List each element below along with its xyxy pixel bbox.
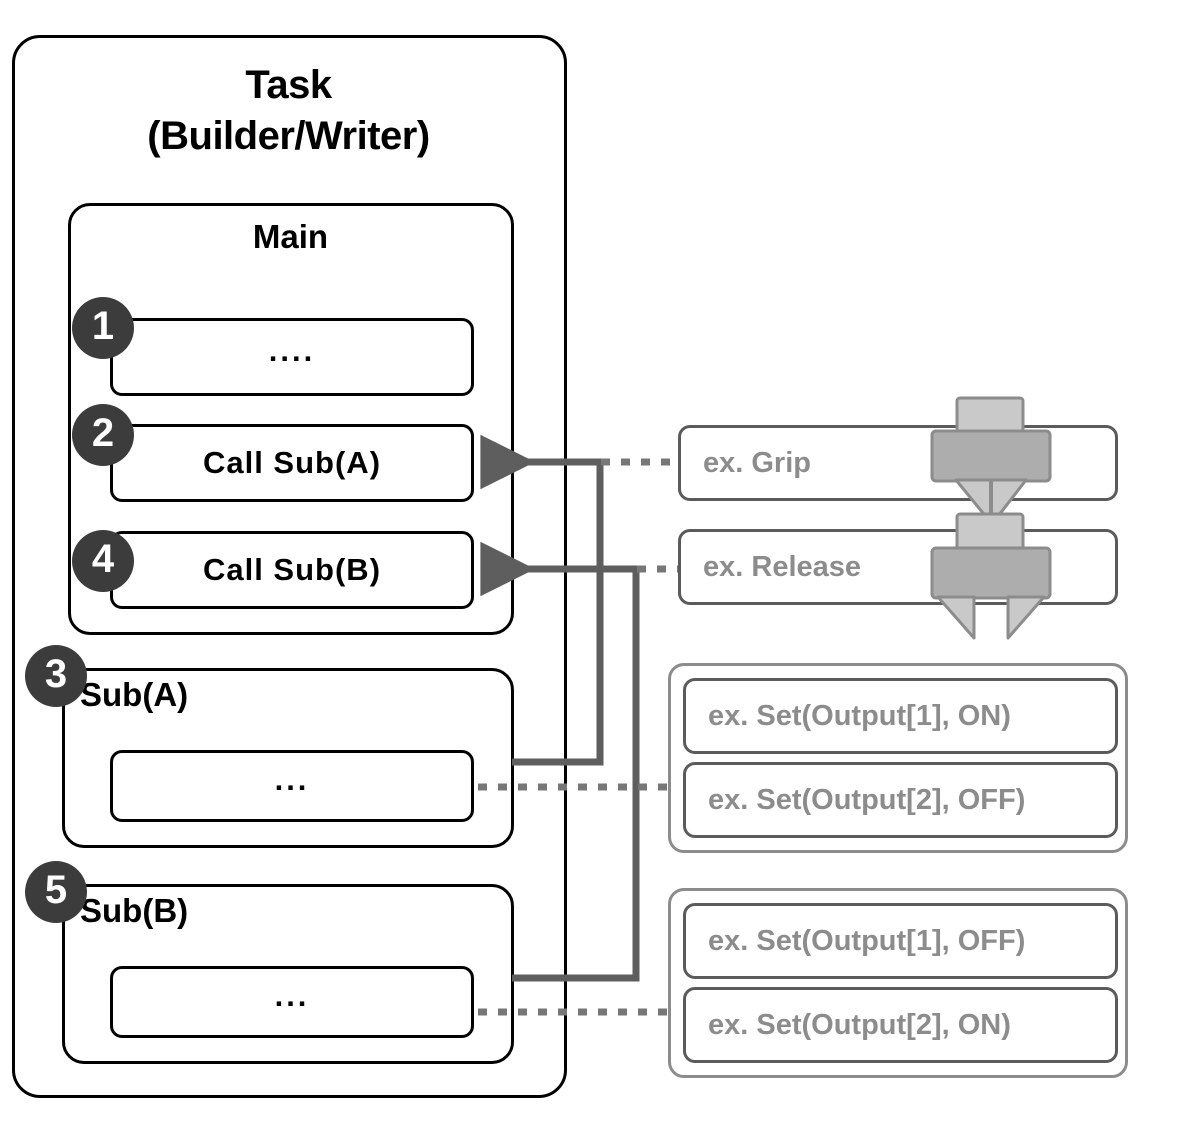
main-step-4[interactable]: Call Sub(B) [110,531,474,609]
example-set-output2-off-label: ex. Set(Output[2], OFF) [708,783,1026,816]
example-set-output1-on[interactable]: ex. Set(Output[1], ON) [683,678,1118,754]
example-set-output1-off-label: ex. Set(Output[1], OFF) [708,924,1026,957]
main-title: Main [252,218,329,255]
gripper-closed-icon [922,396,1062,526]
example-set-output2-on-label: ex. Set(Output[2], ON) [708,1008,1011,1041]
example-group-a [668,663,1128,853]
badge-2: 2 [72,404,134,466]
task-title-line1: Task [245,63,332,107]
sub-a-body[interactable]: ... [110,750,474,822]
badge-4: 4 [72,530,134,592]
gripper-open-icon [912,512,1072,640]
sub-b-body[interactable]: ... [110,966,474,1038]
badge-1: 1 [72,297,134,359]
main-container [68,203,514,635]
sub-b-title: Sub(B) [80,892,189,929]
example-grip-label: ex. Grip [703,446,811,479]
example-set-output1-on-label: ex. Set(Output[1], ON) [708,699,1011,732]
main-step-2[interactable]: Call Sub(A) [110,424,474,502]
main-step-1[interactable]: .... [110,318,474,396]
example-set-output1-off[interactable]: ex. Set(Output[1], OFF) [683,903,1118,979]
main-step-4-label: Call Sub(B) [202,552,382,587]
sub-a-body-label: ... [274,762,310,798]
example-set-output2-off[interactable]: ex. Set(Output[2], OFF) [683,762,1118,838]
sub-b-body-label: ... [274,978,310,1014]
badge-3: 3 [25,645,87,707]
example-release-label: ex. Release [703,550,862,583]
task-title-line2: (Builder/Writer) [147,114,430,159]
example-group-b [668,888,1128,1078]
example-set-output2-on[interactable]: ex. Set(Output[2], ON) [683,987,1118,1063]
badge-5: 5 [25,861,87,923]
main-step-2-label: Call Sub(A) [202,445,382,480]
task-title: Task (Builder/Writer) [12,60,565,162]
sub-a-title: Sub(A) [80,676,189,713]
main-step-1-label: .... [268,333,316,369]
